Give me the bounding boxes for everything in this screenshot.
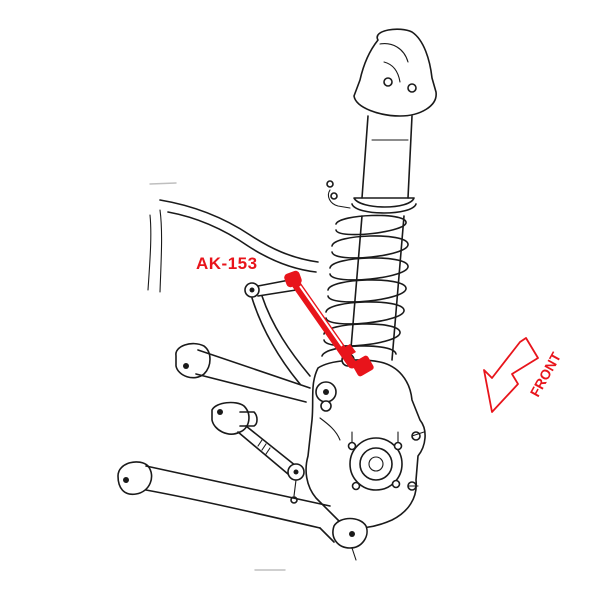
ak-153-link[interactable]: [283, 270, 375, 378]
hub-knuckle: [305, 353, 426, 529]
strut-assembly: [326, 28, 437, 361]
stabilizer-bar: [147, 199, 319, 293]
part-number-label: AK-153: [196, 254, 258, 273]
lateral-arm-middle: [175, 342, 311, 403]
front-arrow-icon: FRONT: [483, 337, 564, 413]
toe-arm: [211, 401, 305, 504]
lower-arm: [117, 461, 368, 561]
background-artifacts: [149, 182, 286, 571]
